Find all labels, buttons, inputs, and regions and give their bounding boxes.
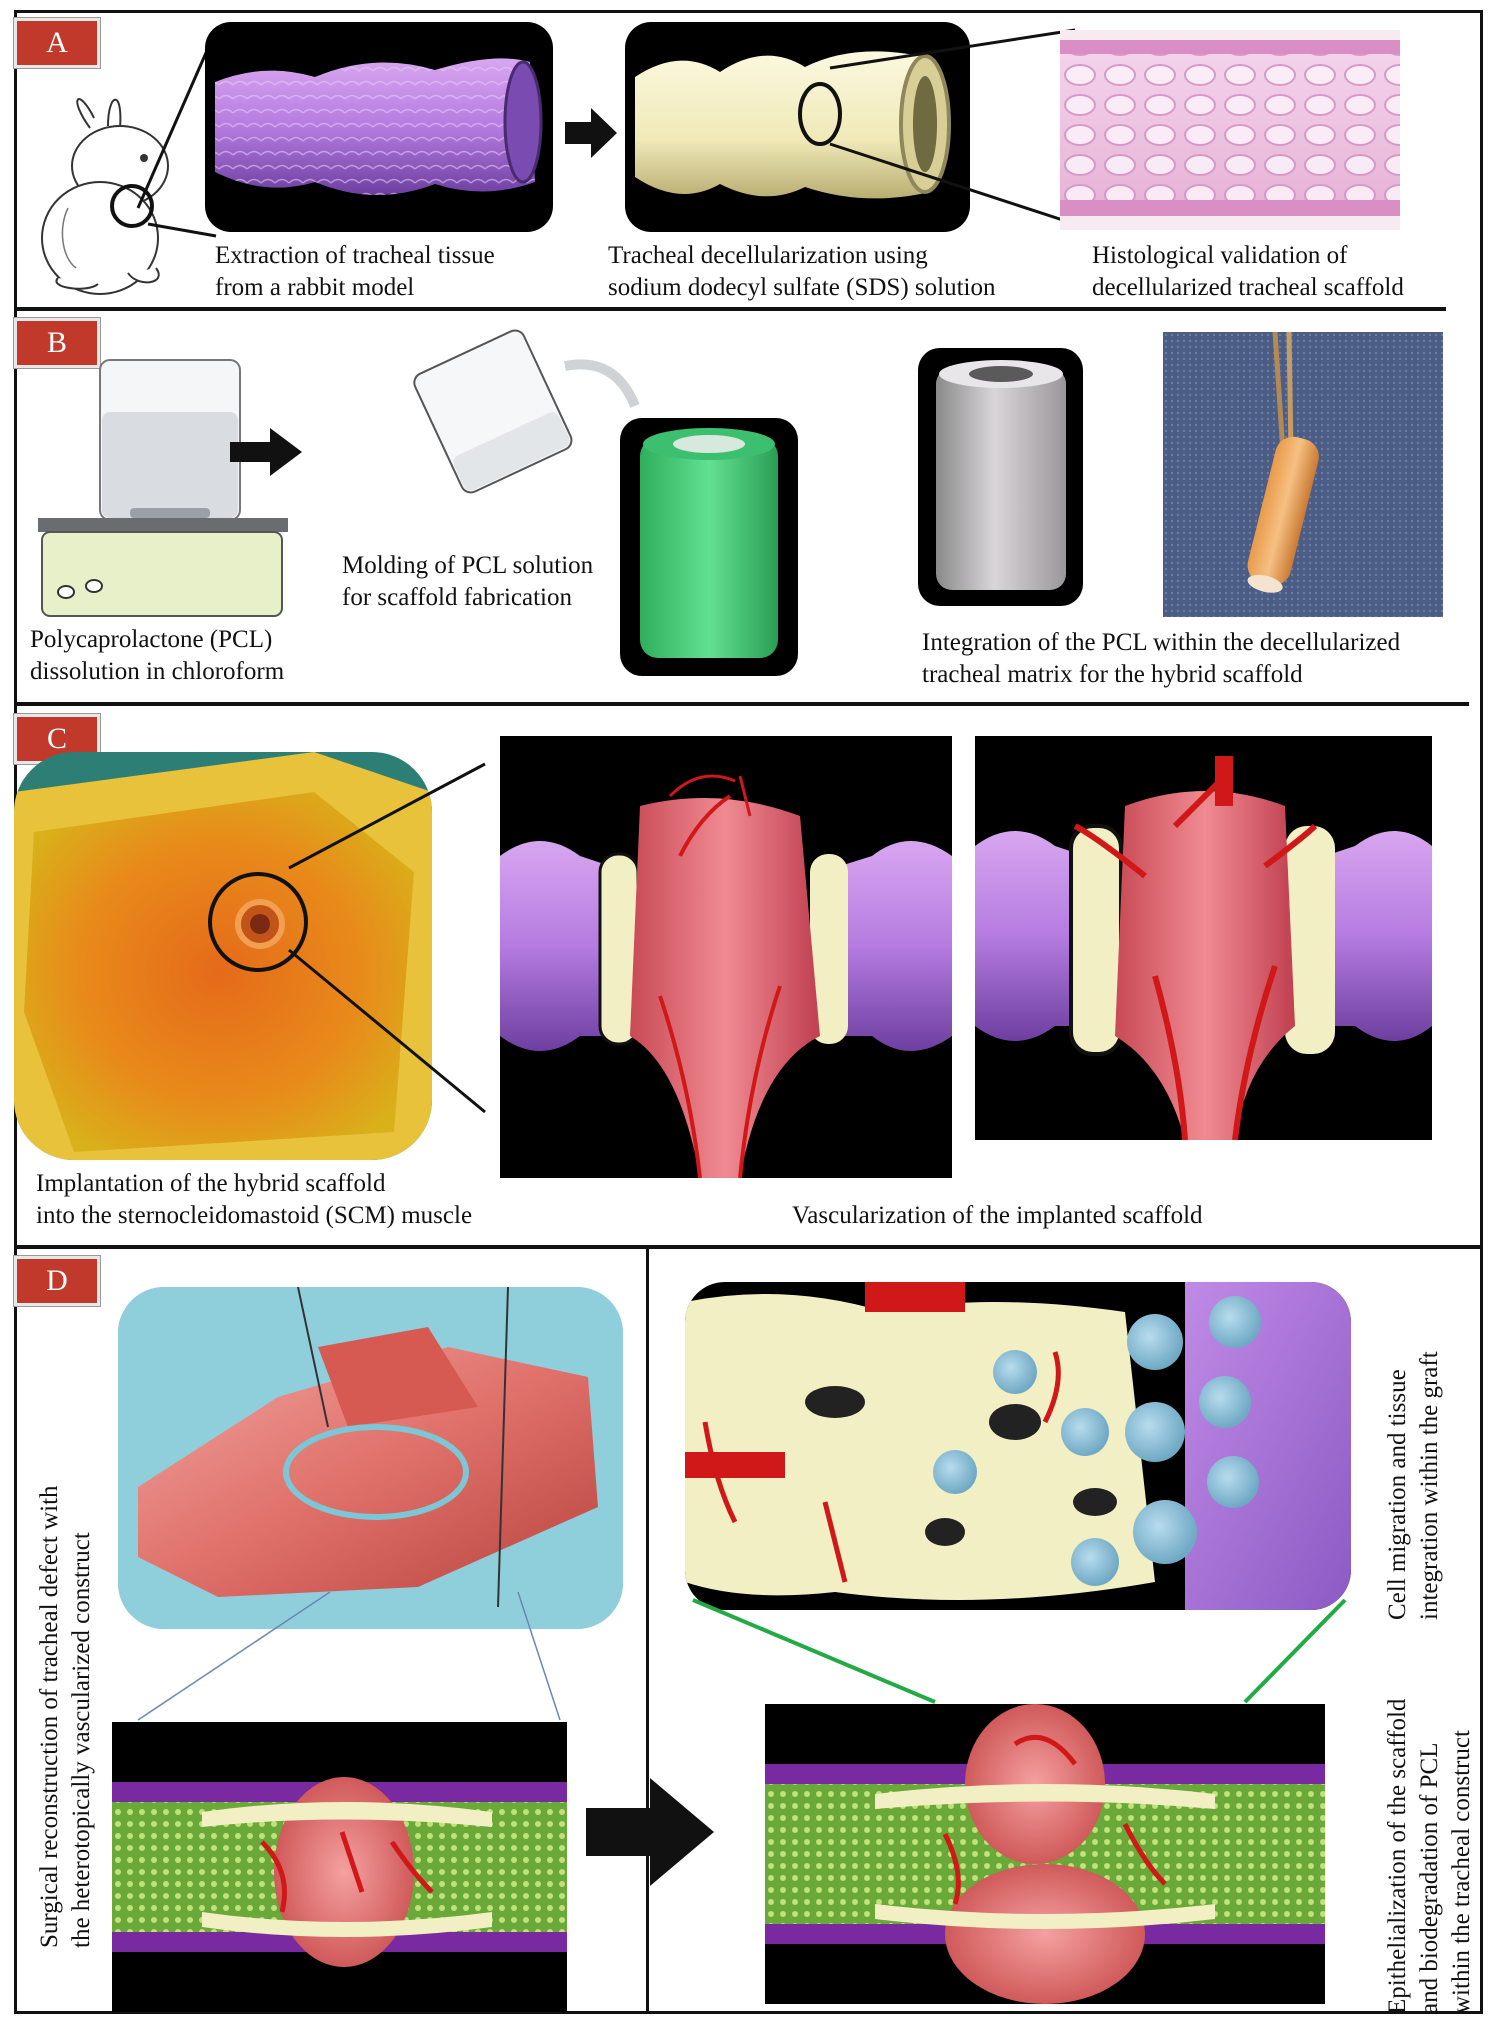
separator-d-columns <box>646 1245 649 2014</box>
caption-implantation-line-2: into the sternocleidomastoid (SCM) muscl… <box>36 1202 473 1229</box>
zoom-lines-histology <box>829 28 1076 226</box>
caption-decell-line-2: sodium dodecyl sulfate (SDS) solution <box>608 274 996 301</box>
panel-b-label: B <box>14 318 100 368</box>
implantation-photo <box>14 752 432 1160</box>
caption-extraction-line-2: from a rabbit model <box>215 274 415 301</box>
caption-molding-line-2: for scaffold fabrication <box>342 584 572 611</box>
caption-surgical-line-1: Surgical reconstruction of tracheal defe… <box>36 1485 63 1948</box>
hybrid-scaffold-photo <box>1163 332 1443 617</box>
caption-integration: Integration of the PCL within the decell… <box>922 627 1400 691</box>
pouring-beaker-illustration <box>413 329 640 494</box>
caption-dissolution-line-2: dissolution in chloroform <box>30 658 285 685</box>
caption-surgical-line-2: the heterotopically vascularized constru… <box>68 1532 95 1948</box>
caption-molding: Molding of PCL solution for scaffold fab… <box>342 550 593 614</box>
construct-image-before <box>112 1722 567 2012</box>
caption-decell-line-1: Tracheal decellularization using <box>608 242 928 269</box>
trachea-tissue-image <box>205 22 553 232</box>
separator-c-d <box>14 1245 1483 1249</box>
zoom-lines-surgical <box>137 1591 561 1721</box>
panel-a-label: A <box>14 18 100 68</box>
caption-migration-line-1: Cell migration and tissue <box>1384 1369 1411 1620</box>
caption-decellularization: Tracheal decellularization using sodium … <box>608 240 995 304</box>
caption-implantation-line-1: Implantation of the hybrid scaffold <box>36 1170 386 1197</box>
zoom-lines-migration <box>692 1598 1347 1704</box>
cell-migration-image <box>685 1282 1351 1610</box>
caption-molding-line-1: Molding of PCL solution <box>342 552 594 579</box>
zoom-lines-implant <box>288 762 486 1114</box>
caption-epithelialization-line-2: and biodegradation of PCL <box>1416 1742 1443 2014</box>
caption-migration-line-2: integration within the graft <box>1416 1351 1443 1620</box>
zoom-lines-rabbit <box>136 29 218 238</box>
caption-dissolution-line-1: Polycaprolactone (PCL) <box>30 626 273 653</box>
beaker-stirrer-illustration <box>38 359 288 617</box>
arrow-right-d <box>586 1778 714 1886</box>
arrow-right-a <box>565 108 617 158</box>
construct-image-after <box>765 1704 1325 2004</box>
caption-histology: Histological validation of decellularize… <box>1092 240 1404 304</box>
caption-integration-line-2: tracheal matrix for the hybrid scaffold <box>922 661 1303 688</box>
pcl-scaffold-image <box>918 348 1083 606</box>
caption-extraction: Extraction of tracheal tissue from a rab… <box>215 240 495 304</box>
histology-image <box>1060 30 1400 230</box>
caption-implantation: Implantation of the hybrid scaffold into… <box>36 1168 472 1232</box>
separator-a-b <box>14 307 1446 311</box>
vascularization-image-early <box>500 736 952 1178</box>
caption-extraction-line-1: Extraction of tracheal tissue <box>215 242 495 269</box>
caption-epithelialization-line-3: within the tracheal construct <box>1448 1730 1475 2014</box>
caption-vascularization: Vascularization of the implanted scaffol… <box>792 1202 1203 1229</box>
pcl-mold-image <box>620 418 798 676</box>
caption-histology-line-1: Histological validation of <box>1092 242 1348 269</box>
caption-histology-line-2: decellularized tracheal scaffold <box>1092 274 1404 301</box>
decellularized-trachea-image <box>625 22 970 232</box>
caption-surgical: Surgical reconstruction of tracheal defe… <box>34 1485 98 1948</box>
caption-dissolution: Polycaprolactone (PCL) dissolution in ch… <box>30 624 284 688</box>
separator-b-c <box>14 702 1469 706</box>
caption-migration: Cell migration and tissue integration wi… <box>1382 1351 1446 1620</box>
surgical-reconstruction-photo <box>118 1287 623 1629</box>
caption-integration-line-1: Integration of the PCL within the decell… <box>922 629 1401 656</box>
caption-epithelialization-line-1: Epithelialization of the scaffold <box>1384 1698 1411 2014</box>
arrow-right-b <box>230 428 302 476</box>
vascularization-image-late <box>975 736 1432 1140</box>
caption-epithelialization: Epithelialization of the scaffold and bi… <box>1382 1699 1478 2014</box>
rabbit-illustration <box>41 98 169 295</box>
panel-d-label: D <box>14 1256 100 1306</box>
